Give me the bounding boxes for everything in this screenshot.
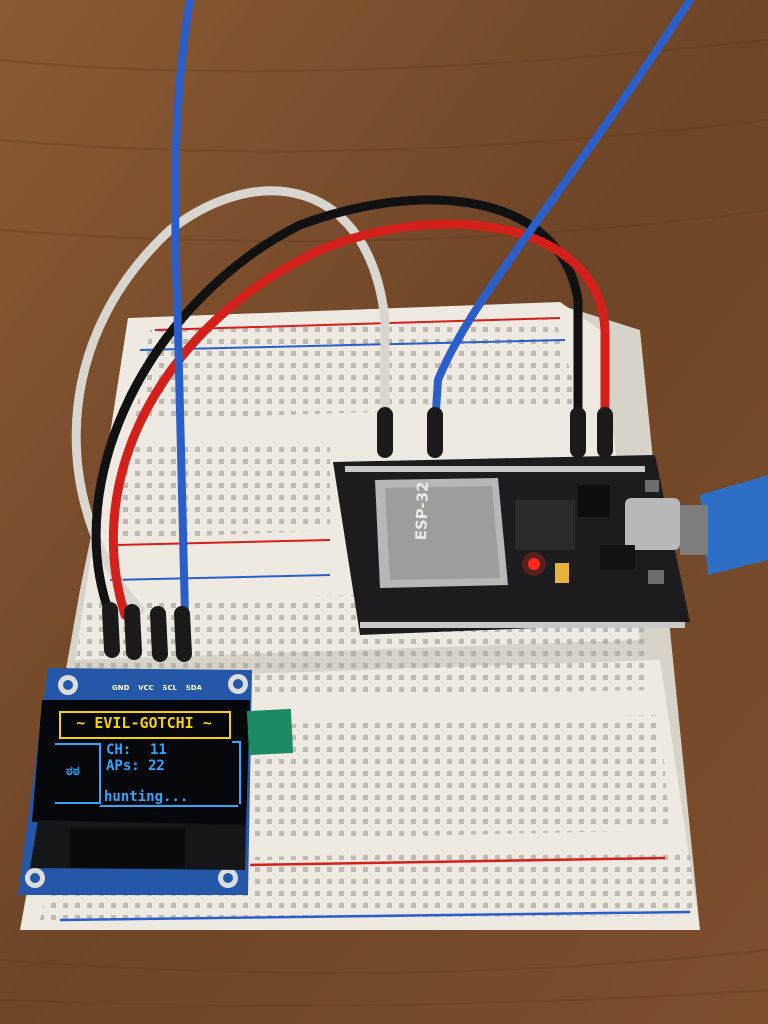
esp32-module-label: ESP-32 <box>412 481 433 541</box>
oled-status: hunting... <box>104 789 189 805</box>
wire-blue-right <box>431 0 694 429</box>
power-led-red <box>528 558 540 570</box>
oled-ch-value: 11 <box>150 742 167 758</box>
oled-module <box>18 668 252 895</box>
oled-header: ~ EVIL-GOTCHI ~ <box>76 714 212 732</box>
wire-blue-left <box>171 0 194 619</box>
jumper-wires <box>71 0 694 662</box>
oled-aps-value: 22 <box>148 758 165 774</box>
pin-label-scl: SCL <box>162 684 178 692</box>
esp32-board <box>333 455 690 635</box>
oled-ch-label: CH: <box>106 742 132 758</box>
wire-white <box>71 186 390 615</box>
wire-red <box>108 219 610 620</box>
pin-label-sda: SDA <box>185 684 202 692</box>
pin-label-gnd: GND <box>112 684 130 692</box>
usb-cable <box>700 475 768 575</box>
wood-grain <box>0 39 768 1007</box>
oled-face: ಠಠ <box>66 764 80 779</box>
oled-pin-labels: GND VCC SCL SDA <box>112 684 202 696</box>
pin-label-vcc: VCC <box>138 684 154 692</box>
oled-aps-label: APs: <box>106 758 140 774</box>
green-tag <box>246 708 294 756</box>
